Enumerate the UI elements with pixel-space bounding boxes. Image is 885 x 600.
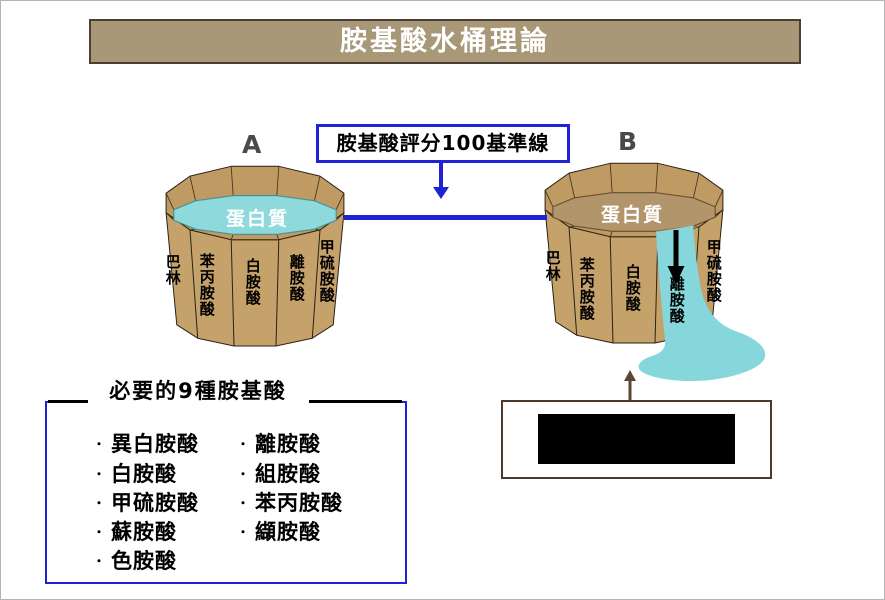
bucket-a-stave-phenylalanine: 苯丙胺酸 <box>197 253 216 317</box>
bullet-icon: ・ <box>93 437 107 451</box>
bucket-b-barrel <box>544 162 766 382</box>
list-item-isoleucine: ・異白胺酸 <box>93 432 200 456</box>
bullet-icon: ・ <box>237 437 251 451</box>
bucket-a-water-surface <box>173 195 337 235</box>
bucket-b: 蛋白質 巴林 苯丙胺酸 白胺酸 離胺酸 甲硫胺酸 <box>535 158 775 388</box>
bucket-b-content-label: 蛋白質 <box>601 204 665 226</box>
bucket-a-stave-valine: 巴林 <box>163 254 182 286</box>
list-item-valine: ・纈胺酸 <box>237 520 322 544</box>
list-item-histidine: ・組胺酸 <box>237 462 322 486</box>
bucket-a-stave-methionine: 甲硫胺酸 <box>317 239 336 303</box>
bucket-a: 蛋白質 巴林 苯丙胺酸 白胺酸 離胺酸 甲硫胺酸 <box>156 161 348 351</box>
list-item-phenylalanine: ・苯丙胺酸 <box>237 491 344 515</box>
bucket-b-letter: B <box>618 127 638 156</box>
list-item-lysine: ・離胺酸 <box>237 432 322 456</box>
page-title: 胺基酸水桶理論 <box>89 19 801 64</box>
bucket-b-stave-valine: 巴林 <box>543 250 562 282</box>
list-item-tryptophan: ・色胺酸 <box>93 549 178 573</box>
bullet-icon: ・ <box>93 525 107 539</box>
baseline-label: 胺基酸評分100基準線 <box>316 124 570 163</box>
list-item-threonine: ・蘇胺酸 <box>93 520 178 544</box>
bucket-a-stave-lysine: 離胺酸 <box>287 254 306 302</box>
legend-line-left <box>48 400 88 403</box>
bucket-a-content-label: 蛋白質 <box>226 208 290 230</box>
bullet-icon: ・ <box>93 554 107 568</box>
bullet-icon: ・ <box>93 467 107 481</box>
essential-list-title: 必要的9種胺基酸 <box>86 378 310 405</box>
bullet-icon: ・ <box>93 496 107 510</box>
note-box <box>501 400 772 479</box>
redacted-text-block <box>538 414 735 464</box>
baseline-down-arrow-icon <box>433 162 449 199</box>
list-item-leucine: ・白胺酸 <box>93 462 178 486</box>
bucket-b-stave-methionine: 甲硫胺酸 <box>704 239 723 303</box>
bucket-a-barrel <box>165 165 345 347</box>
list-item-methionine: ・甲硫胺酸 <box>93 491 200 515</box>
bucket-b-stave-leucine: 白胺酸 <box>623 264 642 312</box>
bullet-icon: ・ <box>237 467 251 481</box>
bullet-icon: ・ <box>237 525 251 539</box>
water-spill <box>638 225 766 382</box>
bucket-b-leaking-stave-lysine: 離胺酸 <box>667 276 686 324</box>
bucket-a-stave-leucine: 白胺酸 <box>243 258 262 306</box>
spill-down-arrow-icon <box>667 230 685 284</box>
baseline-reference-line <box>344 215 547 220</box>
bucket-b-stave-phenylalanine: 苯丙胺酸 <box>577 257 596 321</box>
bullet-icon: ・ <box>237 496 251 510</box>
note-up-arrow-icon <box>624 370 636 401</box>
essential-amino-acids-box: 必要的9種胺基酸 ・異白胺酸 ・白胺酸 ・甲硫胺酸 ・蘇胺酸 ・色胺酸 ・離胺酸… <box>45 378 407 584</box>
bucket-a-letter: A <box>242 130 262 159</box>
legend-line-right <box>309 400 402 403</box>
